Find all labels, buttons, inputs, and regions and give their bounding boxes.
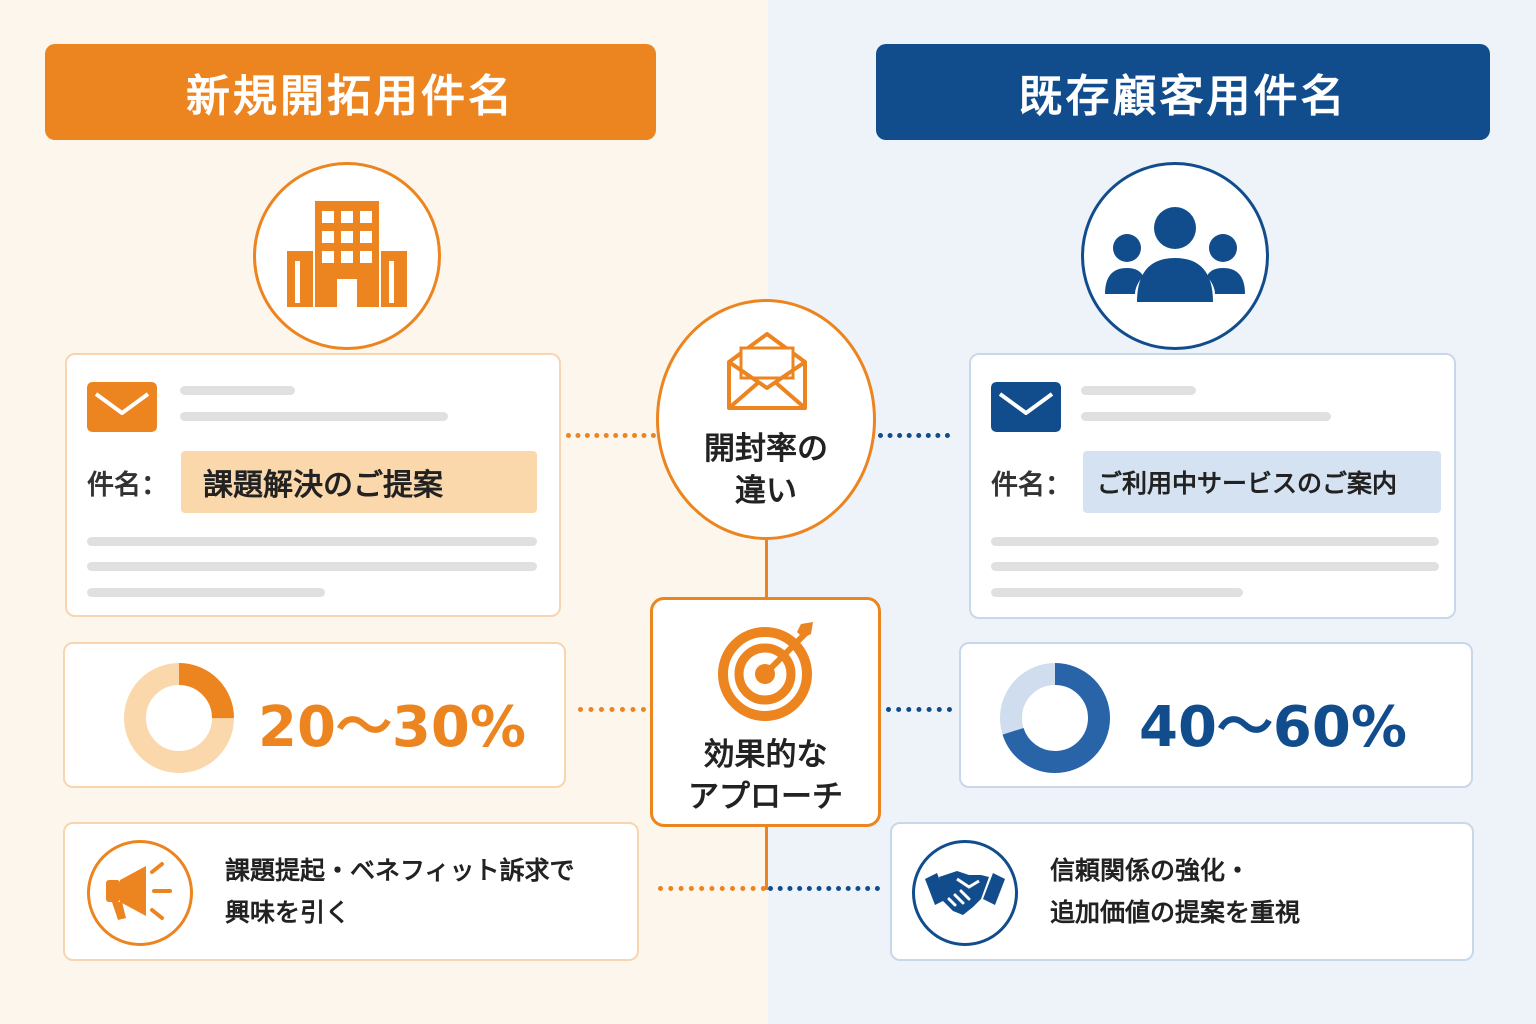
dotted-connector [578, 707, 646, 712]
effective-approach-node: 効果的な アプローチ [650, 597, 881, 827]
open-rate-value: 40～60% [1139, 695, 1407, 760]
title-line: 違い [735, 473, 797, 509]
existing-customer-open-rate-card: 40～60% [959, 642, 1473, 788]
dotted-connector [658, 886, 766, 891]
approach-line: 信頼関係の強化・ [1050, 856, 1251, 885]
placeholder-line [991, 562, 1439, 571]
open-rate-donut-arc [1000, 663, 1110, 773]
dotted-connector [566, 433, 656, 438]
open-rate-difference-title: 開封率の 違い [659, 428, 873, 512]
subject-label: 件名： [87, 470, 168, 501]
new-prospect-email-card: 件名： 課題解決のご提案 [65, 353, 561, 617]
subject-value: ご利用中サービスのご案内 [1083, 451, 1441, 513]
approach-line: 課題提起・ベネフィット訴求で [225, 856, 575, 885]
megaphone-icon-circle [87, 840, 193, 946]
dotted-connector [878, 433, 950, 438]
subject-value: 課題解決のご提案 [181, 451, 537, 513]
users-icon-circle [1081, 162, 1269, 350]
handshake-icon [925, 871, 1005, 915]
placeholder-line [1081, 412, 1331, 421]
open-rate-value: 20～30% [258, 695, 526, 760]
dotted-connector [768, 886, 880, 891]
placeholder-line [87, 562, 537, 571]
placeholder-line [87, 588, 325, 597]
new-prospect-header: 新規開拓用件名 [45, 44, 656, 140]
existing-customer-email-card: 件名： ご利用中サービスのご案内 [969, 353, 1456, 619]
placeholder-line [87, 537, 537, 546]
approach-line: 興味を引く [225, 898, 351, 927]
approach-line: 追加価値の提案を重視 [1050, 898, 1301, 927]
effective-approach-title: 効果的な アプローチ [653, 734, 878, 818]
building-icon [287, 201, 407, 307]
handshake-icon-circle [912, 840, 1018, 946]
envelope-icon [991, 382, 1061, 432]
title-line: 開封率の [704, 431, 828, 467]
title-line: アプローチ [688, 779, 843, 815]
open-rate-donut [1000, 663, 1110, 773]
placeholder-line [180, 386, 295, 395]
placeholder-line [1081, 386, 1196, 395]
envelope-icon [87, 382, 157, 432]
existing-customer-approach-card: 信頼関係の強化・ 追加価値の提案を重視 [890, 822, 1474, 961]
subject-label: 件名： [991, 470, 1072, 501]
approach-description: 信頼関係の強化・ 追加価値の提案を重視 [1050, 850, 1300, 934]
new-prospect-open-rate-card: 20～30% [63, 642, 566, 788]
open-rate-difference-node: 開封率の 違い [656, 299, 876, 540]
approach-description: 課題提起・ベネフィット訴求で 興味を引く [225, 850, 575, 934]
placeholder-line [991, 537, 1439, 546]
envelope-open-icon [727, 332, 807, 410]
open-rate-donut-arc [124, 663, 234, 773]
title-line: 効果的な [703, 737, 828, 773]
placeholder-line [180, 412, 448, 421]
dotted-connector [886, 707, 952, 712]
megaphone-icon [106, 862, 172, 920]
building-icon-circle [253, 162, 441, 350]
target-icon [718, 622, 813, 721]
new-prospect-approach-card: 課題提起・ベネフィット訴求で 興味を引く [63, 822, 639, 961]
placeholder-line [991, 588, 1243, 597]
open-rate-donut [124, 663, 234, 773]
existing-customer-header: 既存顧客用件名 [876, 44, 1490, 140]
users-icon [1105, 207, 1245, 302]
